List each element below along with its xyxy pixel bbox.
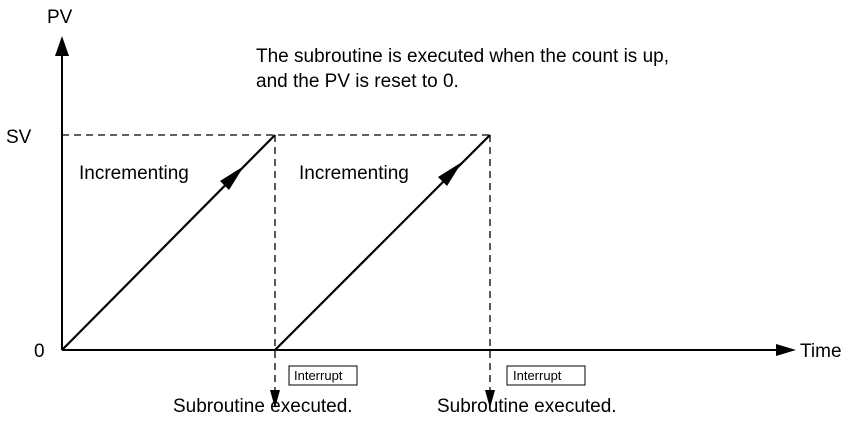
y-axis-label: PV xyxy=(47,7,73,28)
note-line-1: The subroutine is executed when the coun… xyxy=(256,46,669,67)
event-1-interrupt-label: Interrupt xyxy=(294,368,343,383)
event-1-interrupt-box xyxy=(288,365,358,386)
x-axis-label: Time xyxy=(800,341,842,362)
x-axis-arrow xyxy=(776,344,796,356)
zero-label: 0 xyxy=(34,341,45,362)
event-2-interrupt-box xyxy=(506,365,586,386)
event-1-down-arrow xyxy=(270,390,280,408)
ramp-1-label: Incrementing xyxy=(79,163,189,184)
ramp-2-arrow xyxy=(438,162,462,186)
event-2-caption: Subroutine executed. xyxy=(437,396,617,417)
y-axis-arrow xyxy=(55,36,69,56)
event-1-caption: Subroutine executed. xyxy=(173,396,353,417)
ramp-2-label: Incrementing xyxy=(299,163,409,184)
note-line-2: and the PV is reset to 0. xyxy=(256,71,459,92)
sv-label: SV xyxy=(6,127,32,148)
ramp-1-arrow xyxy=(220,166,244,190)
event-2-down-arrow xyxy=(485,390,495,408)
event-2-interrupt-label: Interrupt xyxy=(513,368,562,383)
